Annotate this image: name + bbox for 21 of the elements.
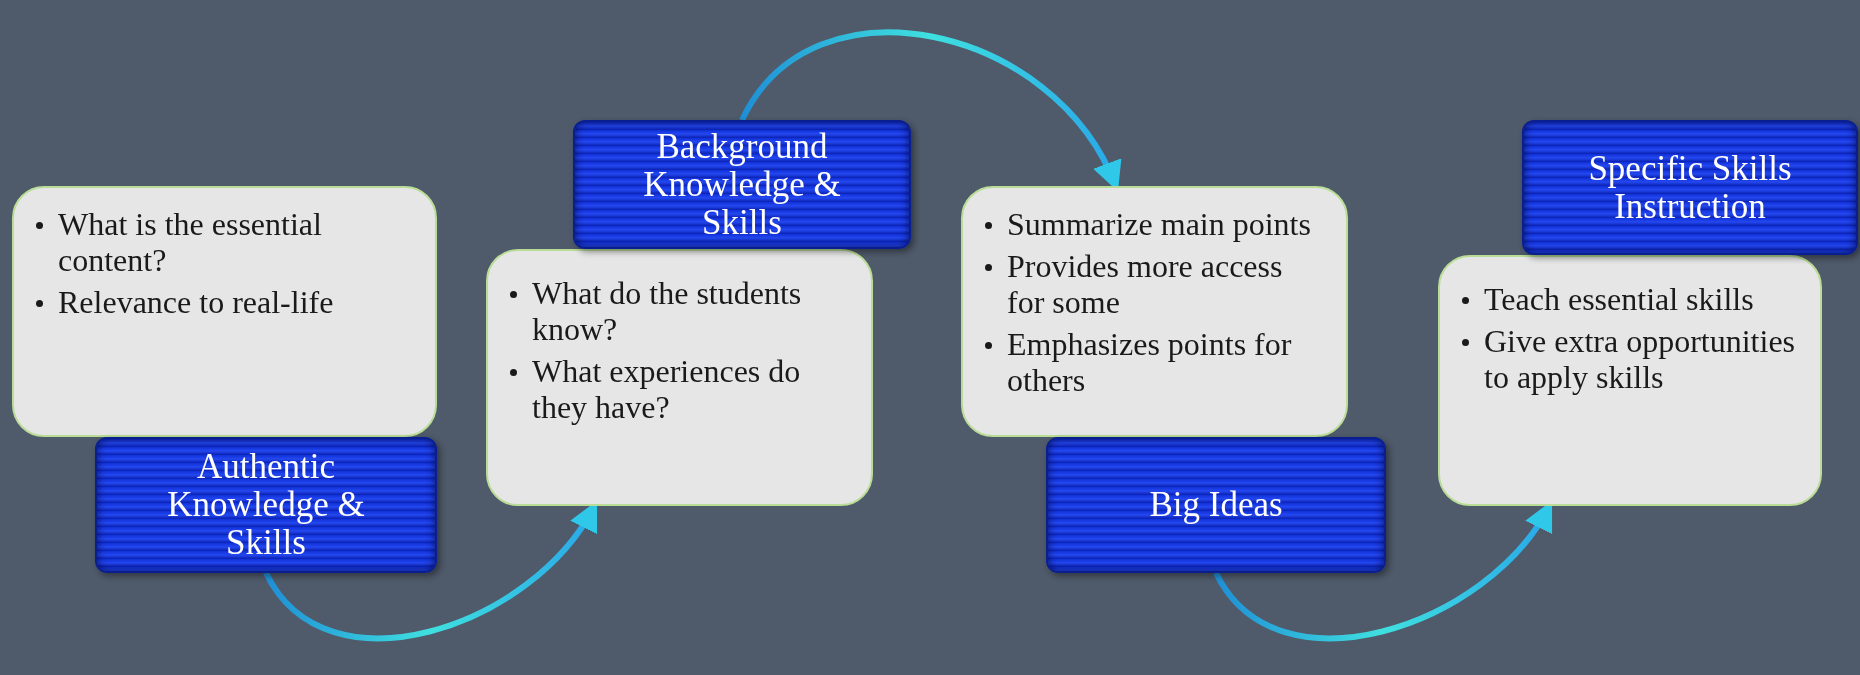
bullet-text: Give extra opportunities to apply skills: [1454, 323, 1796, 395]
step-label-box: [573, 120, 911, 249]
step-card: [12, 186, 437, 437]
step-card: [486, 249, 873, 506]
bullet-text: Emphasizes points for others: [977, 326, 1322, 398]
step-title: Background Knowledge & Skills: [642, 127, 842, 242]
bullet-text: Summarize main points: [977, 206, 1322, 242]
bullet-text: What experiences do they have?: [502, 353, 847, 425]
bullet-text: Teach essential skills: [1454, 281, 1796, 317]
bullet-text: What do the students know?: [502, 275, 847, 347]
step-title: Big Ideas: [1149, 486, 1283, 524]
step-title: Specific Skills Instruction: [1587, 149, 1793, 226]
step-label-box: [95, 437, 437, 573]
step-card: [1438, 255, 1822, 506]
bullet-text: Relevance to real-life: [28, 284, 411, 320]
bullet-text: What is the essential content?: [28, 206, 411, 278]
bullet-text: Provides more access for some: [977, 248, 1322, 320]
step-label-box: [1046, 437, 1386, 573]
step-card: [961, 186, 1348, 437]
step-title: Authentic Knowledge & Skills: [166, 448, 366, 562]
step-label-box: [1522, 120, 1858, 255]
